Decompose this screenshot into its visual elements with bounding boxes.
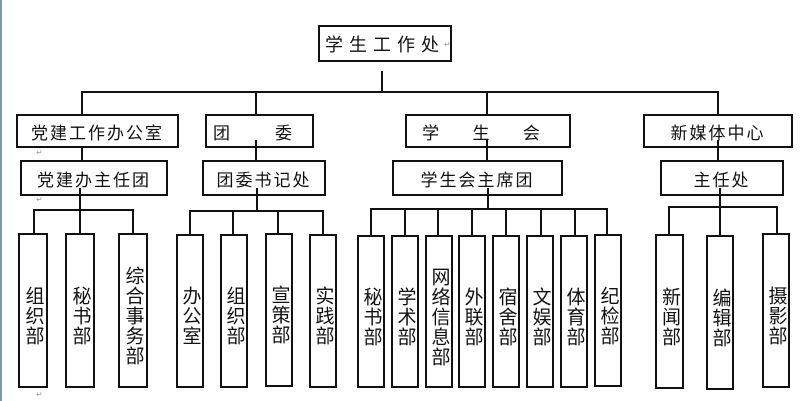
department-label: 办公室: [179, 286, 202, 346]
department-node: 体育部: [560, 235, 588, 388]
department-node: 宣策部: [265, 233, 293, 387]
paragraph-mark: ↵: [36, 195, 43, 204]
department-node: 编辑部: [706, 235, 734, 390]
department-node: 网络信息部: [425, 235, 453, 388]
sub-label: 学生会主席团: [420, 170, 535, 191]
department-label: 学术部: [394, 286, 417, 347]
connector: [33, 209, 35, 245]
connector: [574, 208, 576, 245]
connector: [370, 208, 372, 245]
department-label: 组织部: [223, 286, 246, 346]
connector: [776, 206, 778, 245]
page-left-edge: [0, 0, 2, 401]
sub-label: 主任处: [693, 170, 751, 191]
connector: [81, 147, 83, 161]
connector: [719, 206, 721, 245]
connector: [381, 71, 383, 93]
department-node: 综合事务部: [118, 233, 148, 388]
connector: [471, 208, 473, 245]
department-node: 摄影部: [762, 233, 790, 388]
department-node: 纪检部: [594, 234, 622, 387]
connector: [606, 208, 608, 245]
connector: [668, 206, 778, 208]
connector: [33, 209, 134, 211]
connector: [486, 140, 488, 161]
department-node: 组织部: [220, 234, 248, 388]
connector: [132, 209, 134, 245]
branch-label: 党建工作办公室: [31, 123, 164, 144]
connector: [189, 210, 324, 212]
department-label: 新闻部: [659, 286, 681, 347]
connector: [717, 140, 719, 161]
connector: [255, 91, 257, 115]
department-node: 组织部: [18, 233, 48, 388]
department-label: 网络信息部: [428, 266, 451, 367]
branch-label: 新媒体中心: [670, 123, 766, 144]
department-node: 外联部: [458, 235, 486, 388]
connector: [189, 210, 191, 245]
connector: [437, 208, 439, 245]
connector: [79, 188, 81, 214]
root-label: 学生工作处: [325, 34, 445, 56]
connector: [81, 91, 719, 93]
department-label: 编辑部: [709, 287, 732, 348]
connector: [256, 188, 258, 212]
department-label: 纪检部: [597, 285, 620, 346]
connector: [719, 188, 721, 208]
department-node: 秘书部: [357, 235, 385, 388]
department-label: 实践部: [312, 286, 335, 346]
sub-label: 团委书记处: [216, 170, 312, 191]
paragraph-mark: ↵: [36, 390, 43, 399]
department-label: 体育部: [563, 286, 586, 347]
department-node: 实践部: [309, 234, 337, 388]
department-label: 文娱部: [529, 286, 552, 347]
department-node: 学术部: [391, 235, 419, 388]
connector: [487, 188, 489, 210]
sub-label: 党建办主任团: [37, 170, 151, 191]
department-label: 组织部: [22, 285, 45, 346]
branch-youth-league: 团 委: [205, 114, 314, 148]
connector: [505, 208, 507, 245]
sub-union-presidium: 学生会主席团: [392, 160, 563, 196]
connector: [404, 208, 406, 245]
department-node: 文娱部: [526, 235, 554, 388]
connector: [668, 206, 670, 245]
department-label: 摄影部: [765, 285, 788, 346]
sub-media-director: 主任处: [660, 160, 784, 196]
branch-party-office: 党建工作办公室: [16, 114, 179, 148]
paragraph-mark: ↵: [36, 148, 43, 157]
paragraph-mark: ↵: [444, 40, 451, 49]
sub-league-secretariat: 团委书记处: [202, 160, 326, 196]
branch-label: 学 生 会: [422, 123, 554, 144]
connector: [277, 210, 279, 245]
branch-label: 团 委: [213, 123, 306, 144]
department-label: 秘书部: [360, 286, 383, 347]
department-label: 外联部: [461, 286, 484, 347]
connector: [255, 140, 257, 161]
connector: [232, 210, 234, 245]
department-node: 秘书部: [65, 233, 95, 388]
department-label: 宿舍部: [495, 286, 518, 347]
connector: [486, 91, 488, 115]
sub-party-presidium: 党建办主任团: [20, 160, 168, 196]
connector: [81, 91, 83, 115]
department-label: 综合事务部: [122, 265, 145, 366]
connector: [717, 91, 719, 115]
department-label: 宣策部: [268, 285, 291, 345]
connector: [322, 210, 324, 245]
connector: [370, 208, 608, 210]
department-node: 办公室: [176, 234, 204, 388]
connector: [79, 209, 81, 245]
root-node: 学生工作处: [318, 25, 452, 62]
department-node: 新闻部: [655, 234, 684, 389]
department-label: 秘书部: [69, 285, 92, 346]
connector: [540, 208, 542, 245]
department-node: 宿舍部: [492, 235, 520, 388]
branch-student-union: 学 生 会: [405, 114, 571, 148]
